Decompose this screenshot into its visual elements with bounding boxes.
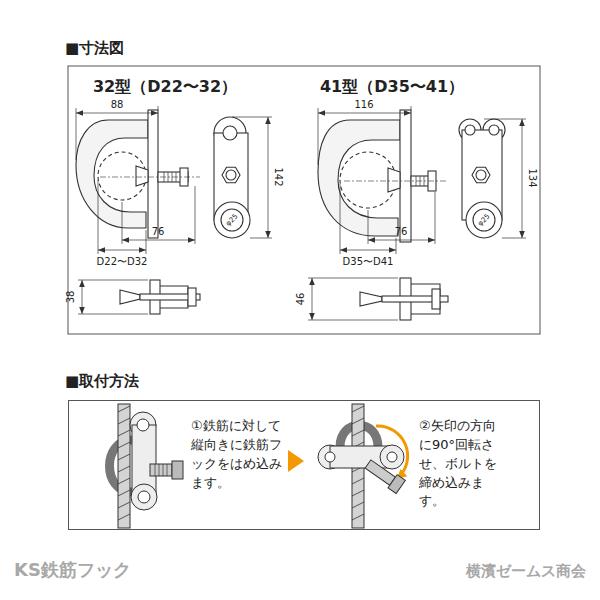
dimension-value: 142 [272, 167, 284, 186]
section-heading: ■取付方法 [65, 373, 139, 390]
dimension-value: 46 [295, 293, 307, 306]
dimension-value: 76 [152, 226, 165, 238]
instruction-panel: ①鉄筋に対して縦向きに鉄筋フックをはめ込みます。 ②矢印の方向に90°回転させ、ボ… [68, 400, 540, 530]
dimension-value: 116 [354, 99, 373, 111]
model-title: 32型（D22〜32） [93, 78, 237, 96]
dimension-value: D22〜D32 [97, 256, 148, 268]
dimension-value: 134 [526, 168, 538, 187]
dimension-value: 76 [395, 226, 408, 238]
dimension-value: 88 [111, 99, 124, 111]
section-heading: ■寸法図 [65, 40, 124, 57]
product-name: KS鉄筋フック [14, 560, 131, 581]
step-text: ②矢印の方向に90°回転させ、ボルトを締め込みます。 [419, 417, 501, 511]
dimension-value: D35〜D41 [343, 256, 394, 268]
dimension-value: 38 [65, 291, 77, 304]
step-text: ①鉄筋に対して縦向きに鉄筋フックをはめ込みます。 [191, 417, 285, 492]
company-name: 横濱ゼームス商会 [466, 563, 586, 580]
model-title: 41型（D35〜41） [320, 78, 464, 96]
